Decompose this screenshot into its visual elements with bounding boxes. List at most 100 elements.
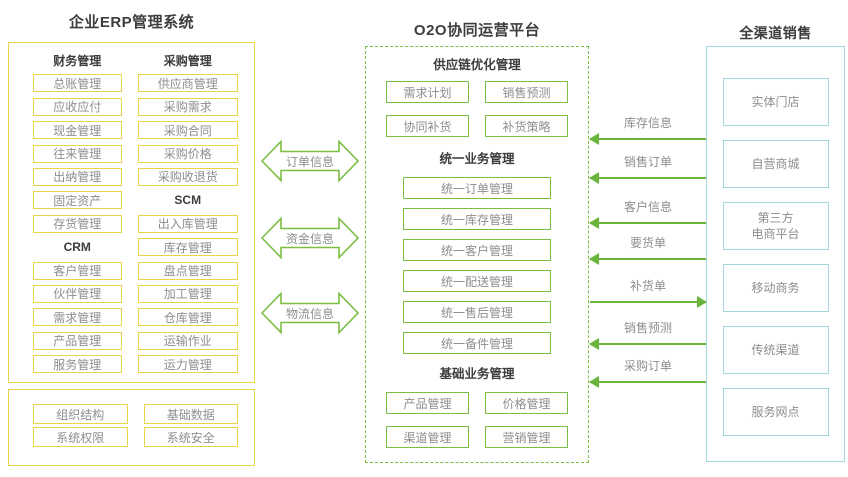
channel-node: 第三方 电商平台 <box>722 202 829 250</box>
erp-module: 基础数据 <box>143 404 238 424</box>
erp-module: 供应商管理 <box>137 74 238 93</box>
erp-module: 伙伴管理 <box>33 284 122 303</box>
channel-label: 服务网点 <box>751 405 800 419</box>
channel-label: 自营商城 <box>751 157 800 171</box>
flow-label: 客户信息 <box>623 200 672 214</box>
erp-foundation-grid: 组织结构 系统权限 基础数据 系统安全 <box>9 390 254 447</box>
erp-module: 系统权限 <box>33 427 128 447</box>
flow-goods-request: 要货单 <box>589 235 706 265</box>
erp-module-grid: 财务管理 总账管理 应收应付 现金管理 往来管理 出纳管理 固定资产 存货管理 … <box>9 43 254 374</box>
platform-section-header-basic-business: 基础业务管理 <box>439 367 515 381</box>
arrow-left-icon <box>589 376 706 388</box>
platform-section-title: O2O协同运营平台 <box>413 22 541 39</box>
erp-module: 库存管理 <box>137 238 238 257</box>
platform-module: 产品管理 <box>386 392 469 414</box>
erp-module: 往来管理 <box>33 144 122 163</box>
arrow-left-icon <box>589 172 706 184</box>
erp-module: 运输作业 <box>137 331 238 350</box>
erp-module: 组织结构 <box>33 404 128 424</box>
channel-label: 第三方 <box>757 211 794 225</box>
erp-module: 盘点管理 <box>137 261 238 280</box>
double-arrow-icon <box>260 216 360 260</box>
erp-section-title: 企业ERP管理系统 <box>68 14 195 31</box>
flow-sales-order: 销售订单 <box>589 154 706 184</box>
platform-module: 协同补货 <box>386 115 469 137</box>
erp-group-header-scm: SCM <box>174 193 202 208</box>
flow-label: 物流信息 <box>285 306 334 321</box>
erp-group-header-finance: 财务管理 <box>53 53 102 68</box>
erp-module: 需求管理 <box>33 308 122 327</box>
flow-label: 资金信息 <box>285 231 334 246</box>
double-arrow-icon <box>260 139 360 183</box>
arrow-left-icon <box>589 133 706 145</box>
erp-panel: 财务管理 总账管理 应收应付 现金管理 往来管理 出纳管理 固定资产 存货管理 … <box>8 42 255 383</box>
erp-module: 总账管理 <box>33 74 122 93</box>
erp-module: 采购收退货 <box>137 167 238 186</box>
unified-business-list: 统一订单管理 统一库存管理 统一客户管理 统一配送管理 统一售后管理 统一备件管… <box>386 177 568 354</box>
flow-funds-info: 资金信息 <box>260 215 360 261</box>
flow-sales-forecast: 销售预测 <box>589 320 706 350</box>
channels-panel: 实体门店 自营商城 第三方 电商平台 移动商务 传统渠道 服务网点 <box>706 46 845 462</box>
platform-module: 统一售后管理 <box>403 301 551 323</box>
supply-chain-grid: 需求计划 销售预测 协同补货 补货策略 <box>386 81 568 137</box>
erp-module: 加工管理 <box>137 284 238 303</box>
erp-module: 采购合同 <box>137 121 238 140</box>
erp-module: 运力管理 <box>137 355 238 374</box>
arrow-right-icon <box>590 296 707 308</box>
erp-module: 采购价格 <box>137 144 238 163</box>
platform-module: 需求计划 <box>386 81 469 103</box>
channel-label: 传统渠道 <box>751 343 800 357</box>
channels-section-title: 全渠道销售 <box>739 25 812 41</box>
platform-module: 统一配送管理 <box>403 270 551 292</box>
erp-module: 仓库管理 <box>137 308 238 327</box>
erp-foundation-panel: 组织结构 系统权限 基础数据 系统安全 <box>8 389 255 466</box>
platform-module: 渠道管理 <box>386 426 469 448</box>
channel-node: 实体门店 <box>722 78 829 126</box>
flow-logistics-info: 物流信息 <box>260 290 360 336</box>
arrow-left-icon <box>589 253 706 265</box>
channel-label: 移动商务 <box>751 281 800 295</box>
arrow-left-icon <box>589 338 706 350</box>
erp-module: 出纳管理 <box>33 167 122 186</box>
channel-node: 自营商城 <box>722 140 829 188</box>
platform-module: 统一订单管理 <box>403 177 551 199</box>
erp-module: 现金管理 <box>33 121 122 140</box>
erp-module: 采购需求 <box>137 97 238 116</box>
channel-label: 实体门店 <box>751 95 800 109</box>
platform-section-header-unified-business: 统一业务管理 <box>439 152 515 166</box>
erp-module: 应收应付 <box>33 97 122 116</box>
flow-label: 销售订单 <box>623 155 672 169</box>
flow-label: 要货单 <box>629 236 666 250</box>
erp-module: 出入库管理 <box>137 214 238 233</box>
flow-label: 订单信息 <box>285 154 334 169</box>
erp-module: 客户管理 <box>33 261 122 280</box>
erp-group-header-procurement: 采购管理 <box>163 53 212 68</box>
arrow-left-icon <box>589 217 706 229</box>
flow-inventory-info: 库存信息 <box>589 115 706 145</box>
erp-module: 产品管理 <box>33 331 122 350</box>
platform-module: 销售预测 <box>485 81 568 103</box>
flow-customer-info: 客户信息 <box>589 199 706 229</box>
channel-label: 电商平台 <box>751 227 800 241</box>
erp-module: 固定资产 <box>33 191 122 210</box>
flow-replenishment-order: 补货单 <box>590 278 707 308</box>
flow-label: 补货单 <box>629 279 666 293</box>
channel-node: 移动商务 <box>722 264 829 312</box>
erp-module: 服务管理 <box>33 355 122 374</box>
flow-label: 销售预测 <box>623 321 672 335</box>
flow-order-info: 订单信息 <box>260 138 360 184</box>
platform-module: 统一库存管理 <box>403 208 551 230</box>
flow-purchase-order: 采购订单 <box>589 358 706 388</box>
platform-module: 补货策略 <box>485 115 568 137</box>
flow-label: 库存信息 <box>623 116 672 130</box>
erp-module: 系统安全 <box>143 427 238 447</box>
double-arrow-icon <box>260 291 360 335</box>
platform-panel: 供应链优化管理 需求计划 销售预测 协同补货 补货策略 统一业务管理 统一订单管… <box>365 46 589 463</box>
platform-module: 统一客户管理 <box>403 239 551 261</box>
platform-section-header-supply-chain: 供应链优化管理 <box>433 58 521 72</box>
basic-business-grid: 产品管理 价格管理 渠道管理 营销管理 <box>386 392 568 448</box>
erp-group-header-crm: CRM <box>63 240 91 255</box>
platform-module: 营销管理 <box>485 426 568 448</box>
channel-node: 传统渠道 <box>722 326 829 374</box>
